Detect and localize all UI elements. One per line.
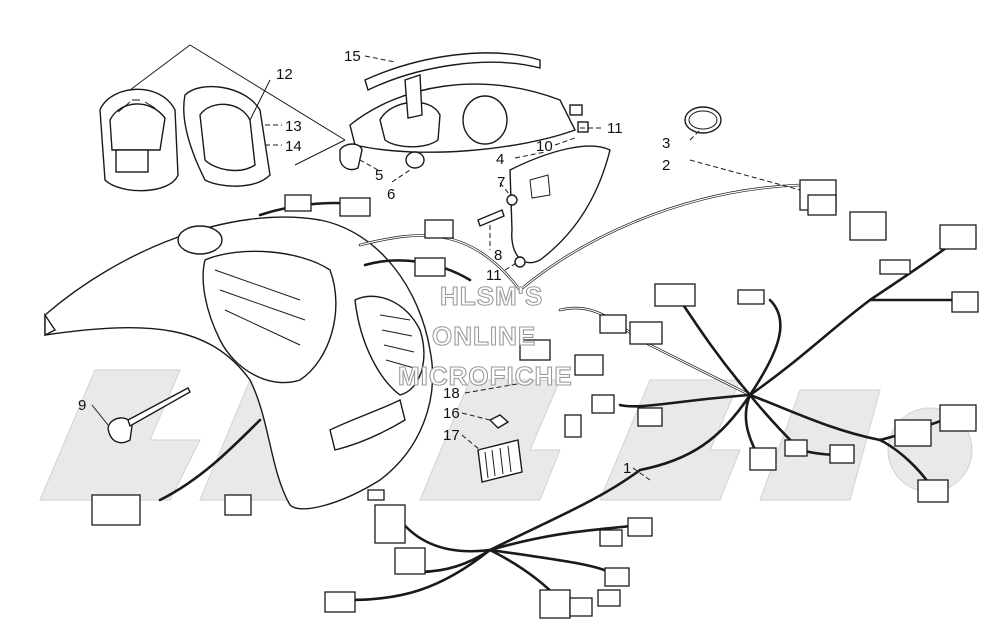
side-cover-panel [509,104,611,264]
trim-strip [364,52,541,91]
clamp-ring [684,106,722,134]
callout-9: 9 [78,397,86,414]
callout-16: 16 [443,405,460,422]
callout-13: 13 [285,118,302,135]
callout-14: 14 [285,138,302,155]
callout-3: 3 [662,135,670,152]
callout-5: 5 [375,167,383,184]
callout-4: 4 [496,151,504,168]
callout-8: 8 [494,247,502,264]
headlight-assembly [339,74,576,171]
watermark-line-2: ONLINE [432,321,536,351]
callout-1: 1 [623,460,631,477]
callout-numbers: 12 13 14 15 11 10 4 5 6 7 8 11 3 2 9 18 … [78,48,670,477]
callout-12: 12 [276,66,293,83]
callout-11-upper: 11 [607,120,623,137]
watermark-line-1: HLSM'S [440,281,543,311]
callout-11-lower: 11 [486,267,502,284]
fastener-set [477,194,526,268]
instrument-cluster [99,85,271,192]
callout-10: 10 [536,138,553,155]
upper-wiring-harness [258,179,887,292]
callout-15: 15 [344,48,361,65]
watermark-text: HLSM'S ONLINE MICROFICHE [397,280,573,391]
watermark-line-3: MICROFICHE [398,361,573,391]
dash-console-housing [44,216,434,510]
callout-2: 2 [662,157,670,174]
voltage-regulator [477,414,523,483]
lower-wiring-harness [91,418,653,619]
callout-7: 7 [497,174,505,191]
callout-6: 6 [387,186,395,203]
main-wiring-harness [488,224,979,552]
callout-17: 17 [443,427,460,444]
callout-18: 18 [443,385,460,402]
bolt [107,387,191,444]
leader-lines [91,44,801,481]
